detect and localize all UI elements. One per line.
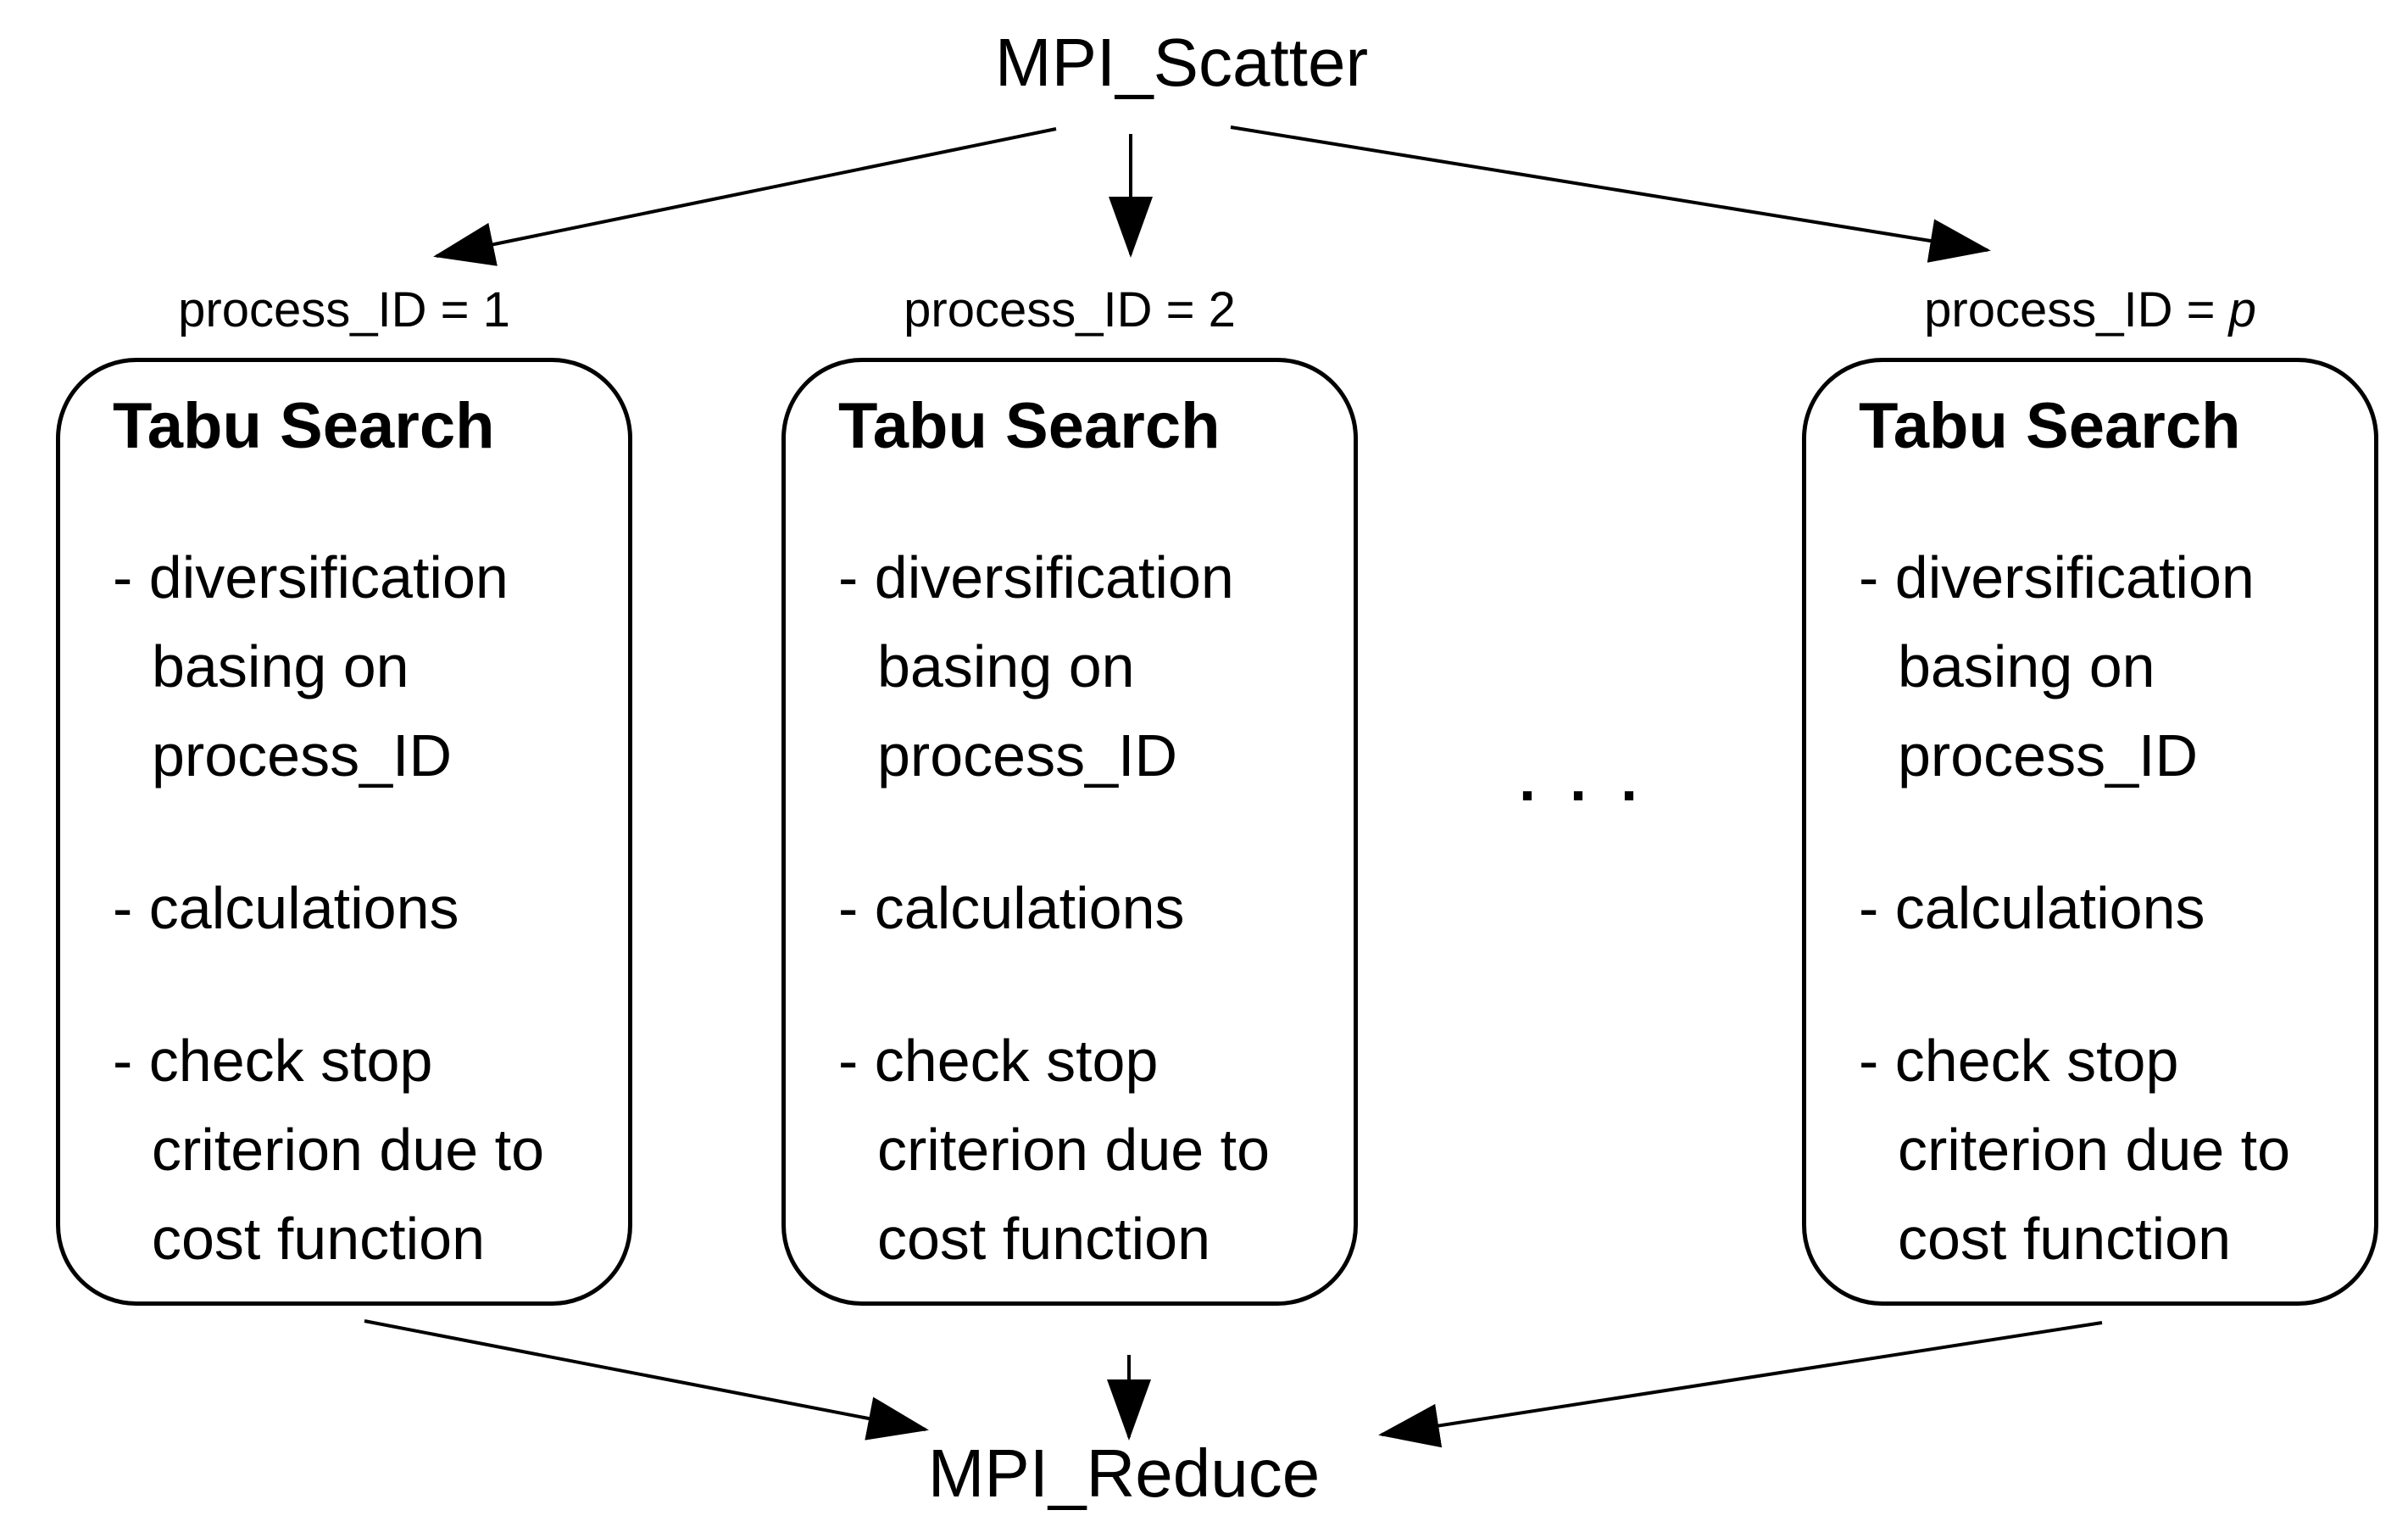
list-item-diversification: - diversification basing on process_ID [1859, 533, 2357, 800]
box-title: Tabu Search [838, 390, 1221, 462]
list-item-line: cost function [877, 1206, 1210, 1272]
box-1-arrow-to-reduce [364, 1319, 929, 1441]
list-item-calculations: - calculations [1859, 864, 2357, 953]
list-item-line: - calculations [1859, 875, 2205, 941]
box-label-3-prefix: process_ID = [1924, 282, 2229, 337]
list-item-line: criterion due to [1898, 1117, 2291, 1183]
list-item-calculations: - calculations [838, 864, 1337, 953]
list-item-line: - diversification [1859, 544, 2255, 610]
list-item-check-stop: - check stop criterion due to cost funct… [1859, 1017, 2357, 1284]
list-item-line: - calculations [113, 875, 459, 941]
box-label-1-value: 1 [482, 282, 510, 337]
box-label-1: process_ID = 1 [56, 278, 632, 343]
ellipsis: . . . [1518, 746, 1647, 814]
process-box-1: Tabu Search - diversification basing on … [56, 358, 632, 1306]
list-item-line: - check stop [1859, 1028, 2179, 1094]
list-item-calculations: - calculations [113, 864, 611, 953]
list-item-line: basing on [877, 633, 1135, 699]
scatter-arrow-to-box-3 [1230, 125, 1991, 263]
list-item-line: - check stop [838, 1028, 1159, 1094]
list-item-line: cost function [1898, 1206, 2231, 1272]
box-title: Tabu Search [113, 390, 495, 462]
process-box-2: Tabu Search - diversification basing on … [781, 358, 1358, 1306]
list-item-check-stop: - check stop criterion due to cost funct… [113, 1017, 611, 1284]
list-item-line: - calculations [838, 875, 1185, 941]
list-item-line: cost function [152, 1206, 485, 1272]
list-item-line: criterion due to [152, 1117, 545, 1183]
top-node-label: MPI_Scatter [994, 25, 1369, 100]
scatter-arrow-to-box-1 [433, 127, 1057, 266]
list-item-check-stop: - check stop criterion due to cost funct… [838, 1017, 1337, 1284]
list-item-line: basing on [1898, 633, 2155, 699]
box-label-3: process_ID = p [1802, 278, 2378, 343]
box-title: Tabu Search [1859, 390, 2241, 462]
box-label-3-value: p [2228, 282, 2256, 337]
list-item-line: criterion due to [877, 1117, 1271, 1183]
box-label-2-value: 2 [1208, 282, 1236, 337]
list-item-diversification: - diversification basing on process_ID [838, 533, 1337, 800]
box-label-1-prefix: process_ID = [178, 282, 483, 337]
list-item-line: basing on [152, 633, 409, 699]
list-item-diversification: - diversification basing on process_ID [113, 533, 611, 800]
box-label-2: process_ID = 2 [781, 278, 1358, 343]
list-item-line: - check stop [113, 1028, 433, 1094]
box-label-2-prefix: process_ID = [904, 282, 1209, 337]
box-3-arrow-to-reduce [1378, 1321, 2103, 1448]
list-item-line: process_ID [877, 722, 1178, 789]
list-item-line: - diversification [113, 544, 509, 610]
bottom-node-label: MPI_Reduce [927, 1435, 1321, 1511]
list-item-line: process_ID [152, 722, 453, 789]
list-item-line: process_ID [1898, 722, 2199, 789]
process-box-3: Tabu Search - diversification basing on … [1802, 358, 2378, 1306]
list-item-line: - diversification [838, 544, 1234, 610]
